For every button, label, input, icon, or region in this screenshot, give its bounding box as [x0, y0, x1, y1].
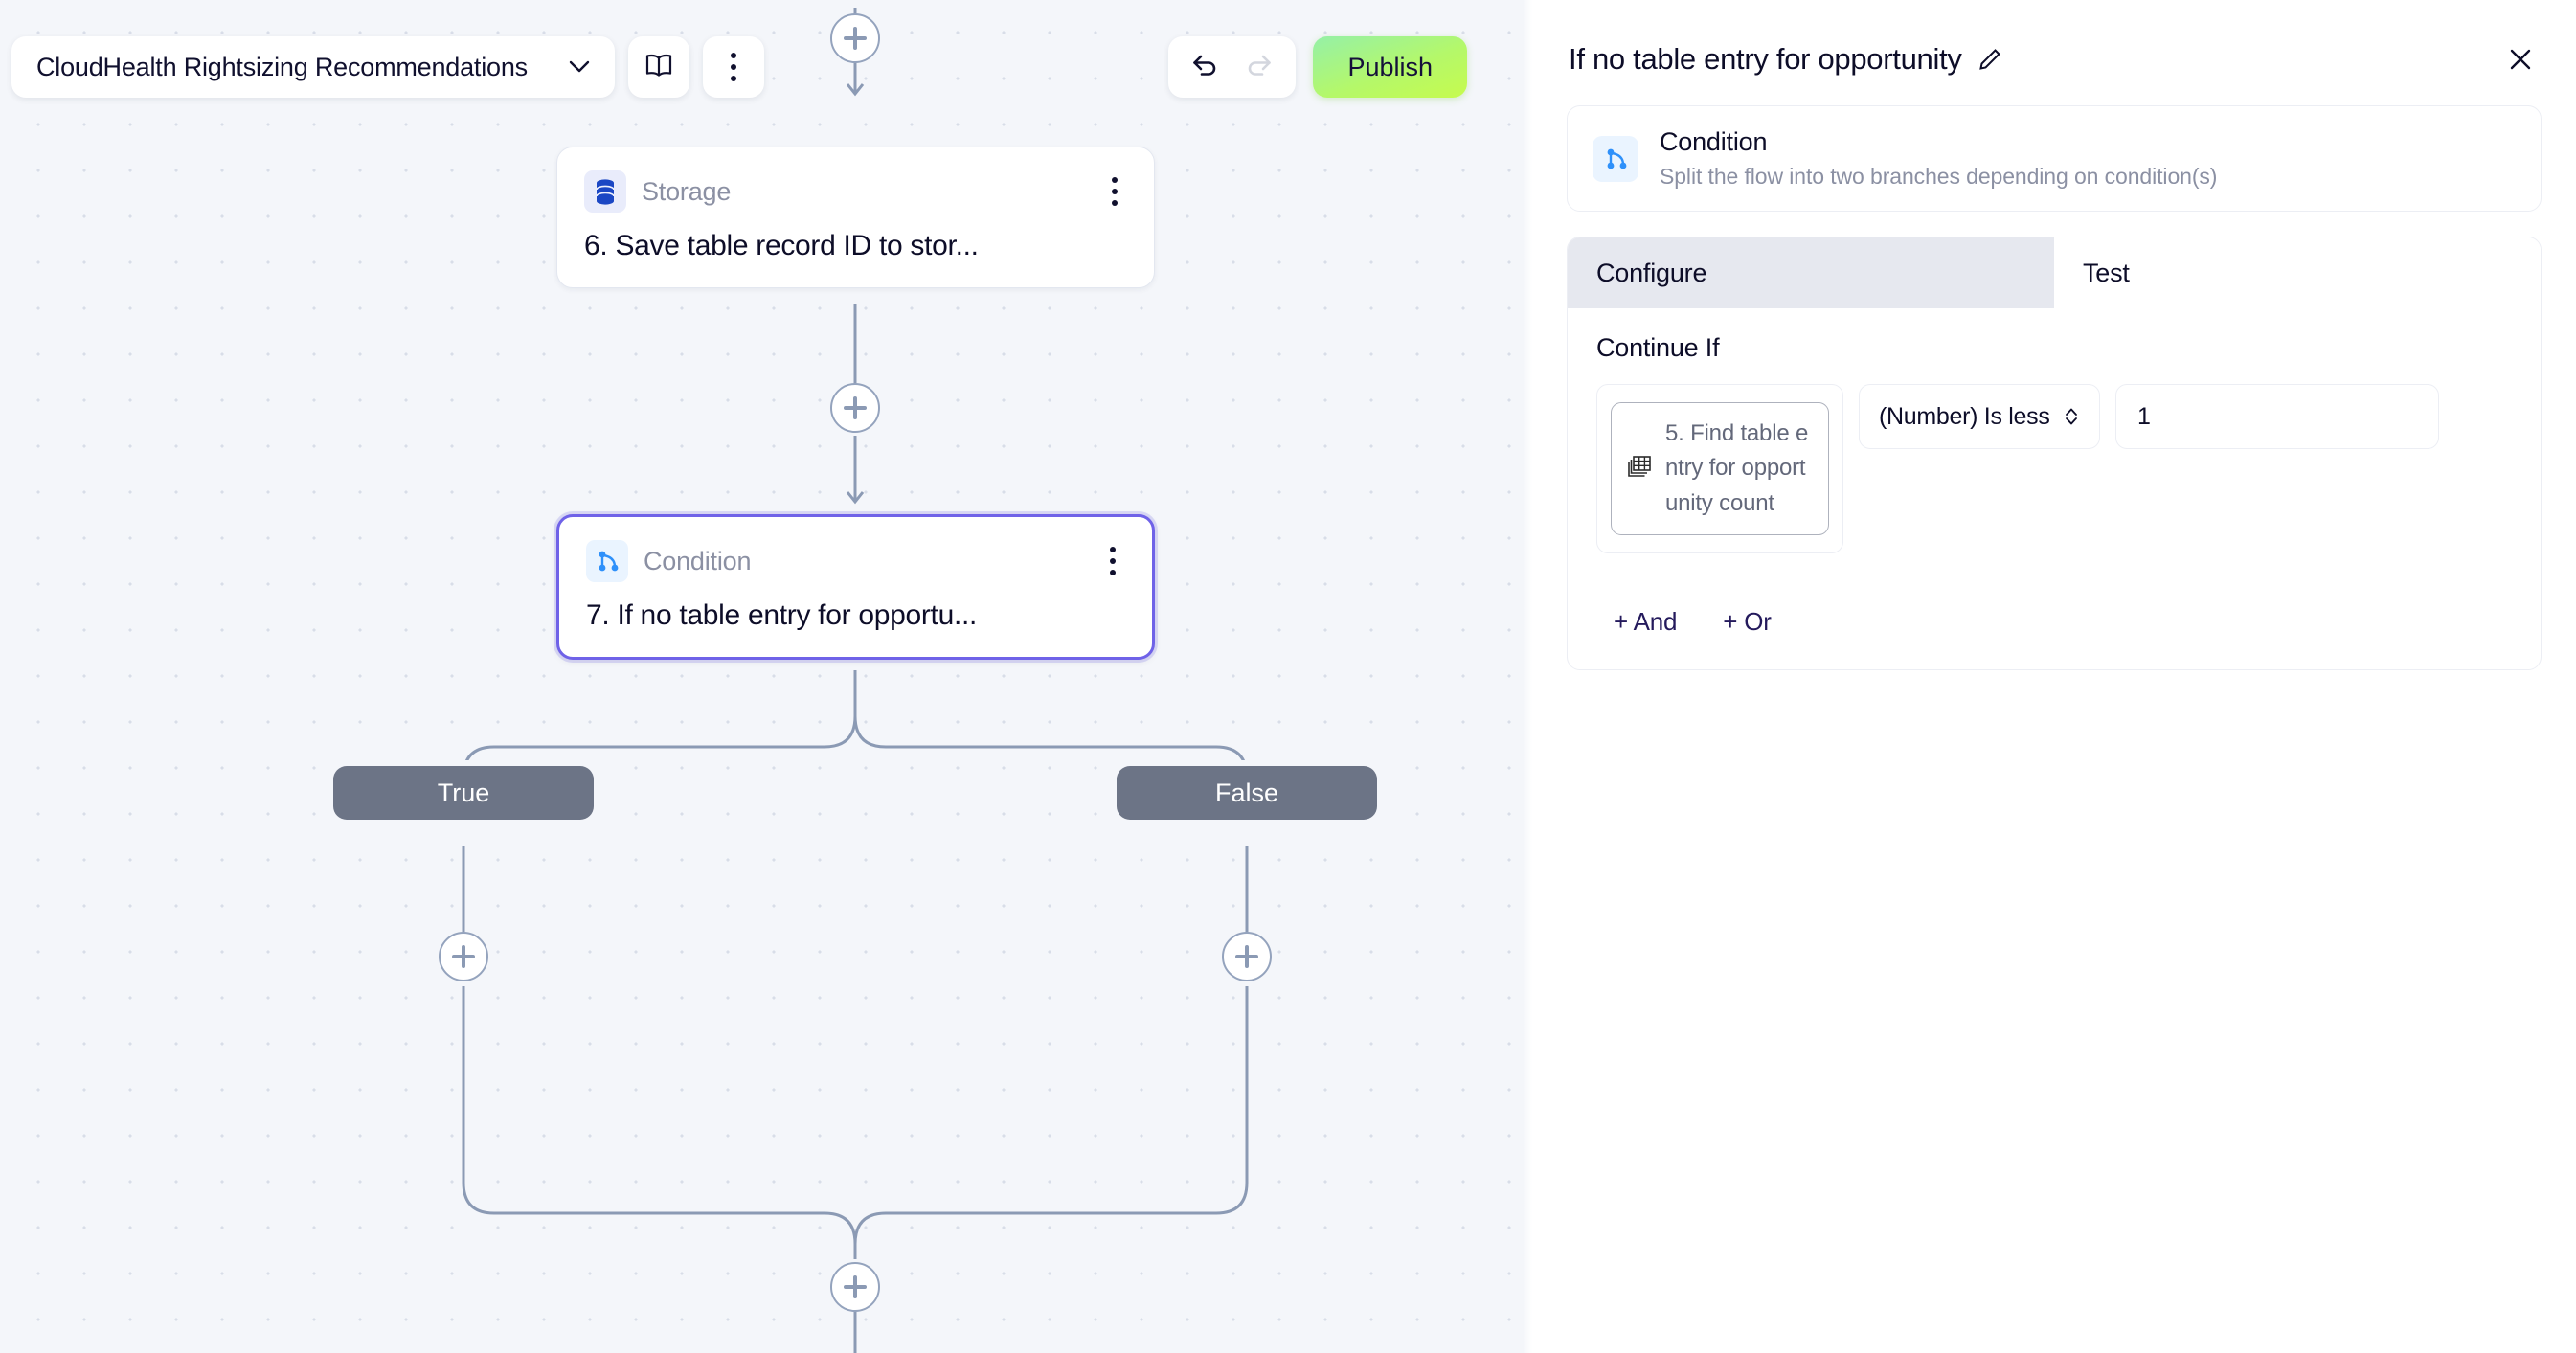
operator-select[interactable]: (Number) Is less — [1859, 384, 2100, 449]
node-type-label: Storage — [642, 176, 732, 206]
publish-button[interactable]: Publish — [1313, 36, 1467, 98]
variable-token[interactable]: 5. Find table entry for opportunity coun… — [1611, 402, 1829, 536]
panel-header: If no table entry for opportunity — [1567, 0, 2542, 79]
docs-button[interactable] — [628, 36, 689, 98]
database-icon — [584, 170, 626, 213]
add-and-button[interactable]: + And — [1614, 607, 1678, 637]
add-step-true-branch-button[interactable] — [439, 932, 488, 981]
flow-selector[interactable]: CloudHealth Rightsizing Recommendations — [11, 36, 615, 98]
node-type-info: Condition Split the flow into two branch… — [1660, 127, 2217, 190]
tab-test[interactable]: Test — [2054, 237, 2541, 308]
more-vertical-icon — [1110, 547, 1116, 575]
variable-token-label: 5. Find table entry for opportunity coun… — [1665, 420, 1809, 516]
node-title: 7. If no table entry for opportu... — [586, 599, 978, 631]
branch-icon — [1593, 135, 1638, 182]
flow-canvas[interactable]: CloudHealth Rightsizing Recommendations — [0, 0, 1532, 1353]
node-type-card: Condition Split the flow into two branch… — [1567, 105, 2542, 212]
node-type-name: Condition — [1660, 127, 1768, 156]
canvas-fade-edge — [1523, 0, 1532, 1353]
panel-title: If no table entry for opportunity — [1569, 42, 1962, 76]
undo-arrow-icon — [1190, 53, 1219, 82]
branch-label-false[interactable]: False — [1117, 766, 1377, 820]
canvas-toolbar-right: Publish — [1168, 36, 1467, 98]
continue-if-label: Continue If — [1596, 333, 1720, 362]
add-step-top-button[interactable] — [830, 13, 880, 63]
condition-value-input[interactable] — [2115, 384, 2439, 449]
chevron-down-icon — [569, 60, 590, 74]
close-icon[interactable] — [2501, 40, 2540, 79]
more-vertical-icon — [731, 53, 736, 81]
node-header: Condition — [586, 540, 1125, 582]
add-step-after-merge-button[interactable] — [830, 1262, 880, 1312]
configure-card: Configure Test Continue If — [1567, 237, 2542, 671]
operator-value: (Number) Is less — [1879, 402, 2050, 430]
configure-body: Continue If — [1568, 308, 2541, 669]
undo-button[interactable] — [1178, 45, 1232, 89]
node-details-panel: If no table entry for opportunity — [1532, 0, 2576, 1353]
condition-row: 5. Find table entry for opportunity coun… — [1596, 384, 2512, 554]
condition-left-operand[interactable]: 5. Find table entry for opportunity coun… — [1596, 384, 1843, 554]
redo-arrow-icon — [1245, 53, 1274, 82]
table-records-icon — [1625, 452, 1654, 485]
undo-redo-group — [1168, 36, 1297, 98]
add-step-false-branch-button[interactable] — [1222, 932, 1272, 981]
branch-label-true[interactable]: True — [333, 766, 594, 820]
node-condition[interactable]: Condition 7. If no table entry for oppor… — [556, 514, 1155, 660]
redo-button[interactable] — [1232, 45, 1286, 89]
node-menu-button[interactable] — [1102, 173, 1127, 210]
pencil-icon[interactable] — [1977, 47, 2002, 72]
node-menu-button[interactable] — [1100, 543, 1125, 579]
panel-tabs: Configure Test — [1568, 237, 2541, 308]
canvas-toolbar-left: CloudHealth Rightsizing Recommendations — [11, 36, 764, 98]
chevron-updown-icon — [2063, 404, 2080, 429]
add-or-button[interactable]: + Or — [1723, 607, 1772, 637]
tab-configure[interactable]: Configure — [1568, 237, 2054, 308]
add-step-after-storage-button[interactable] — [830, 383, 880, 433]
node-type-label: Condition — [644, 546, 752, 575]
flow-more-button[interactable] — [703, 36, 764, 98]
branch-icon — [586, 540, 628, 582]
node-storage[interactable]: Storage 6. Save table record ID to stor.… — [556, 147, 1155, 288]
more-vertical-icon — [1112, 177, 1118, 206]
node-title: 6. Save table record ID to stor... — [584, 230, 979, 261]
condition-add-row: + And + Or — [1596, 607, 2512, 637]
book-icon — [644, 53, 673, 82]
node-type-description: Split the flow into two branches dependi… — [1660, 164, 2218, 189]
node-header: Storage — [584, 170, 1127, 213]
flow-name-label: CloudHealth Rightsizing Recommendations — [36, 52, 528, 81]
